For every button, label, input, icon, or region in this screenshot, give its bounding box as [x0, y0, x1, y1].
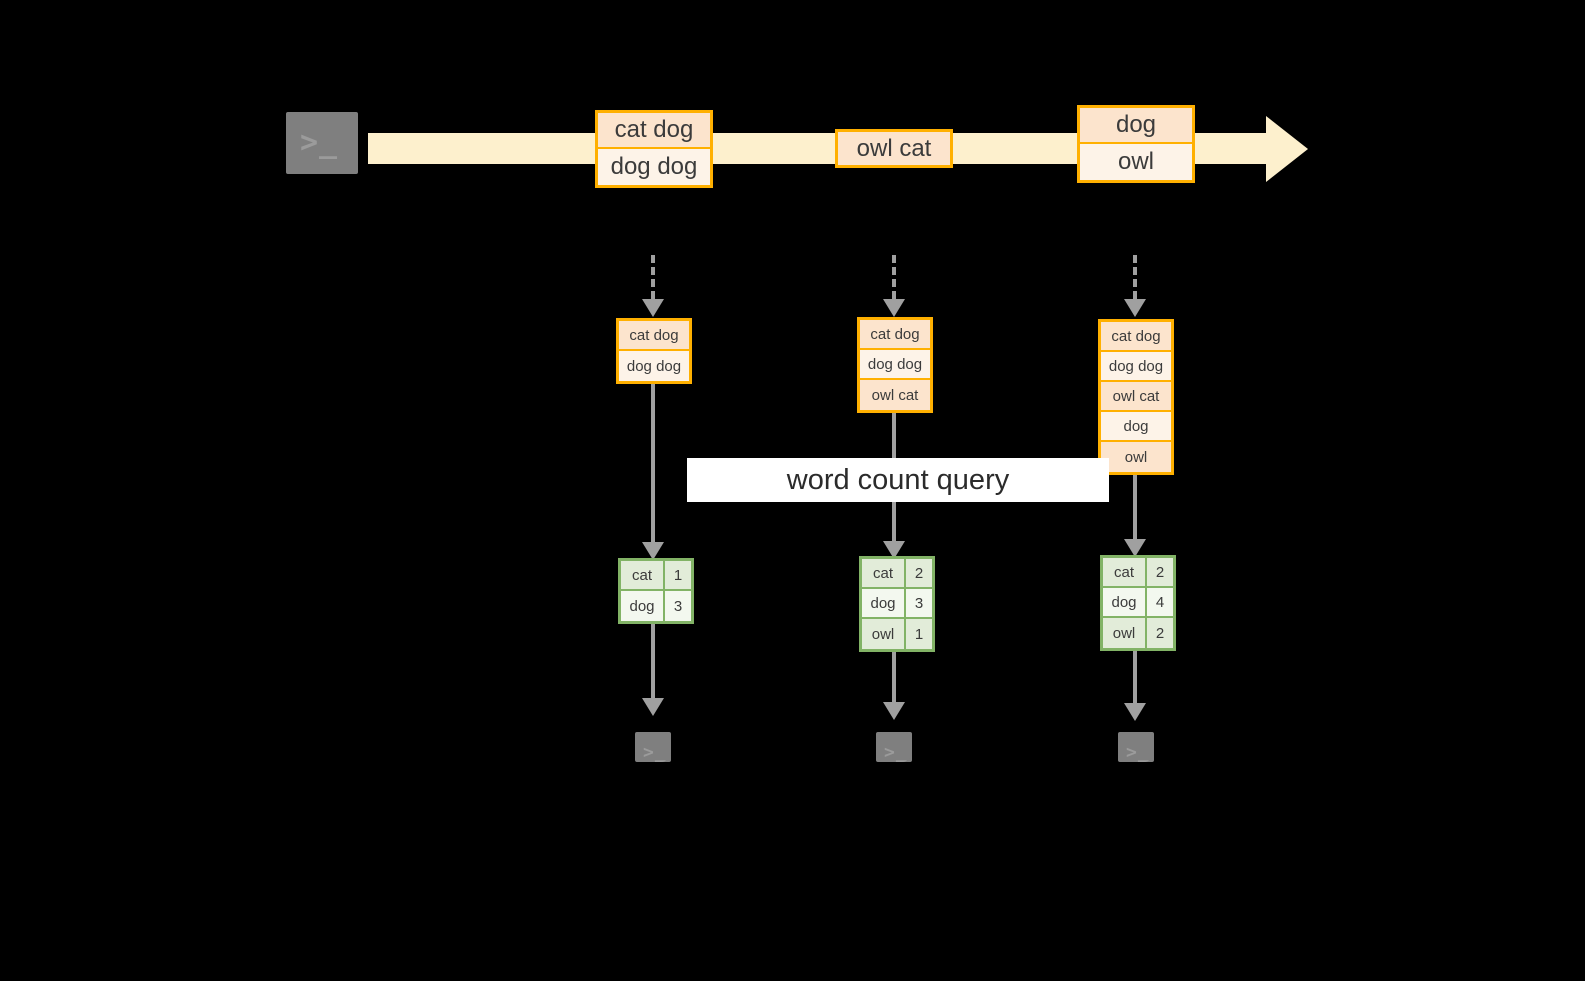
- terminal-prompt-glyph: >_: [300, 125, 339, 160]
- result-to-sink-connector-1: [642, 624, 664, 716]
- result-word: owl: [1103, 618, 1147, 648]
- query-label-text: word count query: [786, 463, 1010, 496]
- result-word: cat: [1103, 558, 1147, 586]
- result-row: owl 2: [1103, 618, 1173, 648]
- snapshot-input-row: dog dog: [619, 351, 689, 381]
- result-row: owl 1: [862, 619, 932, 649]
- result-count: 1: [914, 625, 924, 643]
- snapshot-input-row: owl cat: [1101, 382, 1171, 412]
- terminal-screen: >_: [635, 732, 671, 762]
- stream-record-3[interactable]: dog owl: [1077, 105, 1195, 183]
- result-row: cat 1: [621, 561, 691, 591]
- result-count: 1: [673, 566, 683, 584]
- result-count: 2: [1155, 563, 1165, 581]
- terminal-prompt-glyph: >_: [643, 742, 667, 762]
- terminal-screen: >_: [876, 732, 912, 762]
- result-row: cat 2: [1103, 558, 1173, 588]
- result-word: cat: [862, 559, 906, 587]
- snapshot-input-3[interactable]: cat dog dog dog owl cat dog owl: [1098, 319, 1174, 475]
- stream-to-snapshot-connector-1: [642, 255, 664, 317]
- result-table-2[interactable]: cat 2 dog 3 owl 1: [859, 556, 935, 652]
- result-word: dog: [1103, 588, 1147, 616]
- snapshot-input-row: owl: [1101, 442, 1171, 472]
- query-connector-3: [1124, 475, 1146, 557]
- terminal-screen: >_: [286, 112, 358, 174]
- result-to-sink-connector-3: [1124, 651, 1146, 721]
- result-count: 3: [673, 597, 683, 615]
- stream-to-snapshot-connector-3: [1124, 255, 1146, 317]
- result-count: 2: [914, 564, 924, 582]
- snapshot-input-row: owl cat: [860, 380, 930, 410]
- stream-record-line: owl: [1080, 144, 1192, 180]
- stream-record-line: dog dog: [598, 149, 710, 185]
- result-word: dog: [621, 591, 665, 621]
- snapshot-sink-terminal-icon-1[interactable]: >_: [625, 722, 681, 772]
- stream-record-1[interactable]: cat dog dog dog: [595, 110, 713, 188]
- result-word: owl: [862, 619, 906, 649]
- result-word: dog: [862, 589, 906, 617]
- stream-to-snapshot-connector-2: [883, 255, 905, 317]
- snapshot-input-1[interactable]: cat dog dog dog: [616, 318, 692, 384]
- snapshot-input-row: dog dog: [860, 350, 930, 380]
- result-table-3[interactable]: cat 2 dog 4 owl 2: [1100, 555, 1176, 651]
- stream-record-line: dog: [1080, 108, 1192, 145]
- stream-record-line: owl cat: [838, 132, 950, 165]
- result-word: cat: [621, 561, 665, 589]
- stream-source-terminal-icon[interactable]: >_: [276, 102, 368, 184]
- terminal-prompt-glyph: >_: [1126, 742, 1150, 762]
- query-connector-1: [642, 384, 664, 560]
- snapshot-input-2[interactable]: cat dog dog dog owl cat: [857, 317, 933, 413]
- snapshot-input-row: dog dog: [1101, 352, 1171, 382]
- query-label-band: word count query: [687, 458, 1109, 502]
- result-row: dog 3: [621, 591, 691, 621]
- snapshot-sink-terminal-icon-3[interactable]: >_: [1108, 722, 1164, 772]
- snapshot-input-row: cat dog: [860, 320, 930, 350]
- snapshot-input-row: cat dog: [619, 321, 689, 351]
- result-row: dog 4: [1103, 588, 1173, 618]
- terminal-screen: >_: [1118, 732, 1154, 762]
- snapshot-sink-terminal-icon-2[interactable]: >_: [866, 722, 922, 772]
- stream-record-2[interactable]: owl cat: [835, 129, 953, 168]
- result-count: 2: [1155, 624, 1165, 642]
- snapshot-input-row: dog: [1101, 412, 1171, 442]
- result-row: cat 2: [862, 559, 932, 589]
- stream-arrow-head: [1266, 116, 1308, 182]
- result-to-sink-connector-2: [883, 652, 905, 720]
- result-table-1[interactable]: cat 1 dog 3: [618, 558, 694, 624]
- stream-record-line: cat dog: [598, 113, 710, 150]
- result-count: 3: [914, 594, 924, 612]
- terminal-prompt-glyph: >_: [884, 742, 908, 762]
- result-count: 4: [1155, 593, 1165, 611]
- snapshot-input-row: cat dog: [1101, 322, 1171, 352]
- result-row: dog 3: [862, 589, 932, 619]
